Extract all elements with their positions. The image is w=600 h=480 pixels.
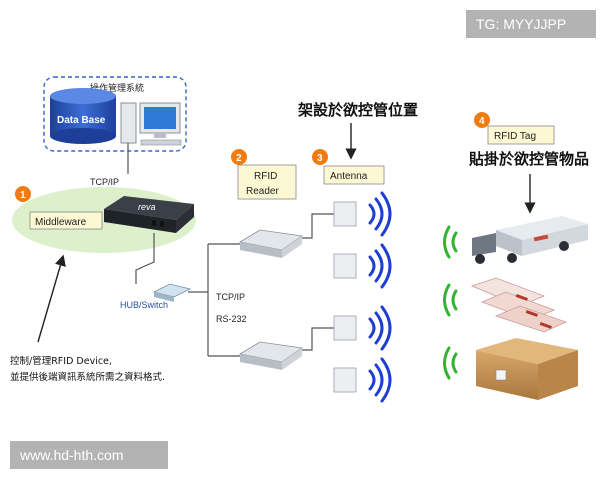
tag-wave-icon [443, 225, 458, 380]
antenna-step-number: 3 [317, 153, 323, 164]
rfid-architecture-diagram: 操作管理系統 Data Base TCP/IP 1 Middleware rev… [4, 70, 598, 408]
link-db-middleware-label: TCP/IP [90, 177, 119, 187]
database-icon [50, 88, 116, 144]
rfid-reader-icon [238, 229, 304, 258]
watermark-top-right: TG: MYYJJPP [466, 10, 596, 38]
middleware-label-box [29, 211, 103, 230]
antenna-step-badge [312, 149, 328, 165]
antenna-label-box [323, 165, 385, 185]
antenna-branch-top [302, 213, 334, 239]
middleware-step-badge [15, 186, 31, 202]
system-group-border [43, 76, 187, 152]
hub-label: HUB/Switch [120, 300, 168, 310]
middleware-device-logo: reva [138, 202, 156, 212]
antenna-wave-icon [368, 191, 392, 403]
watermark-bottom-left: www.hd-hth.com [10, 441, 168, 469]
tag-attach-note: 貼掛於欲控管物品 [469, 150, 589, 168]
middleware-description-line1: 控制/管理RFID Device, [10, 355, 112, 367]
rfid-reader-icon [238, 341, 304, 370]
middleware-description-line2: 並提供後端資訊系統所需之資料格式. [10, 371, 165, 383]
antenna-icon [333, 201, 357, 393]
hub-icon [152, 283, 192, 302]
antenna-branch-bottom [302, 327, 334, 351]
reader-label-line2: Reader [246, 186, 279, 197]
tag-label-box [487, 125, 555, 145]
reader-label-line1: RFID [254, 171, 277, 182]
tag-step-number: 4 [479, 116, 485, 127]
tag-label: RFID Tag [494, 131, 536, 142]
carton-box-icon [476, 338, 578, 400]
middleware-label: Middleware [35, 217, 87, 228]
reader-step-badge [231, 149, 247, 165]
antenna-label: Antenna [330, 171, 368, 182]
truck-icon [472, 216, 588, 264]
computer-icon [120, 102, 182, 146]
middleware-step-number: 1 [20, 190, 26, 201]
hang-tag-icon [470, 277, 568, 333]
reader-step-number: 2 [236, 153, 242, 164]
antenna-placement-note: 架設於欲控管位置 [297, 101, 418, 119]
reader-link-label-2: RS-232 [216, 314, 247, 324]
middleware-device-icon [104, 196, 194, 233]
tag-step-badge [474, 112, 490, 128]
database-label: Data Base [57, 115, 106, 126]
middleware-description-arrow [37, 254, 66, 343]
reader-label-box [237, 164, 297, 200]
reader-link-label-1: TCP/IP [216, 292, 245, 302]
link-middleware-hub [135, 233, 155, 284]
